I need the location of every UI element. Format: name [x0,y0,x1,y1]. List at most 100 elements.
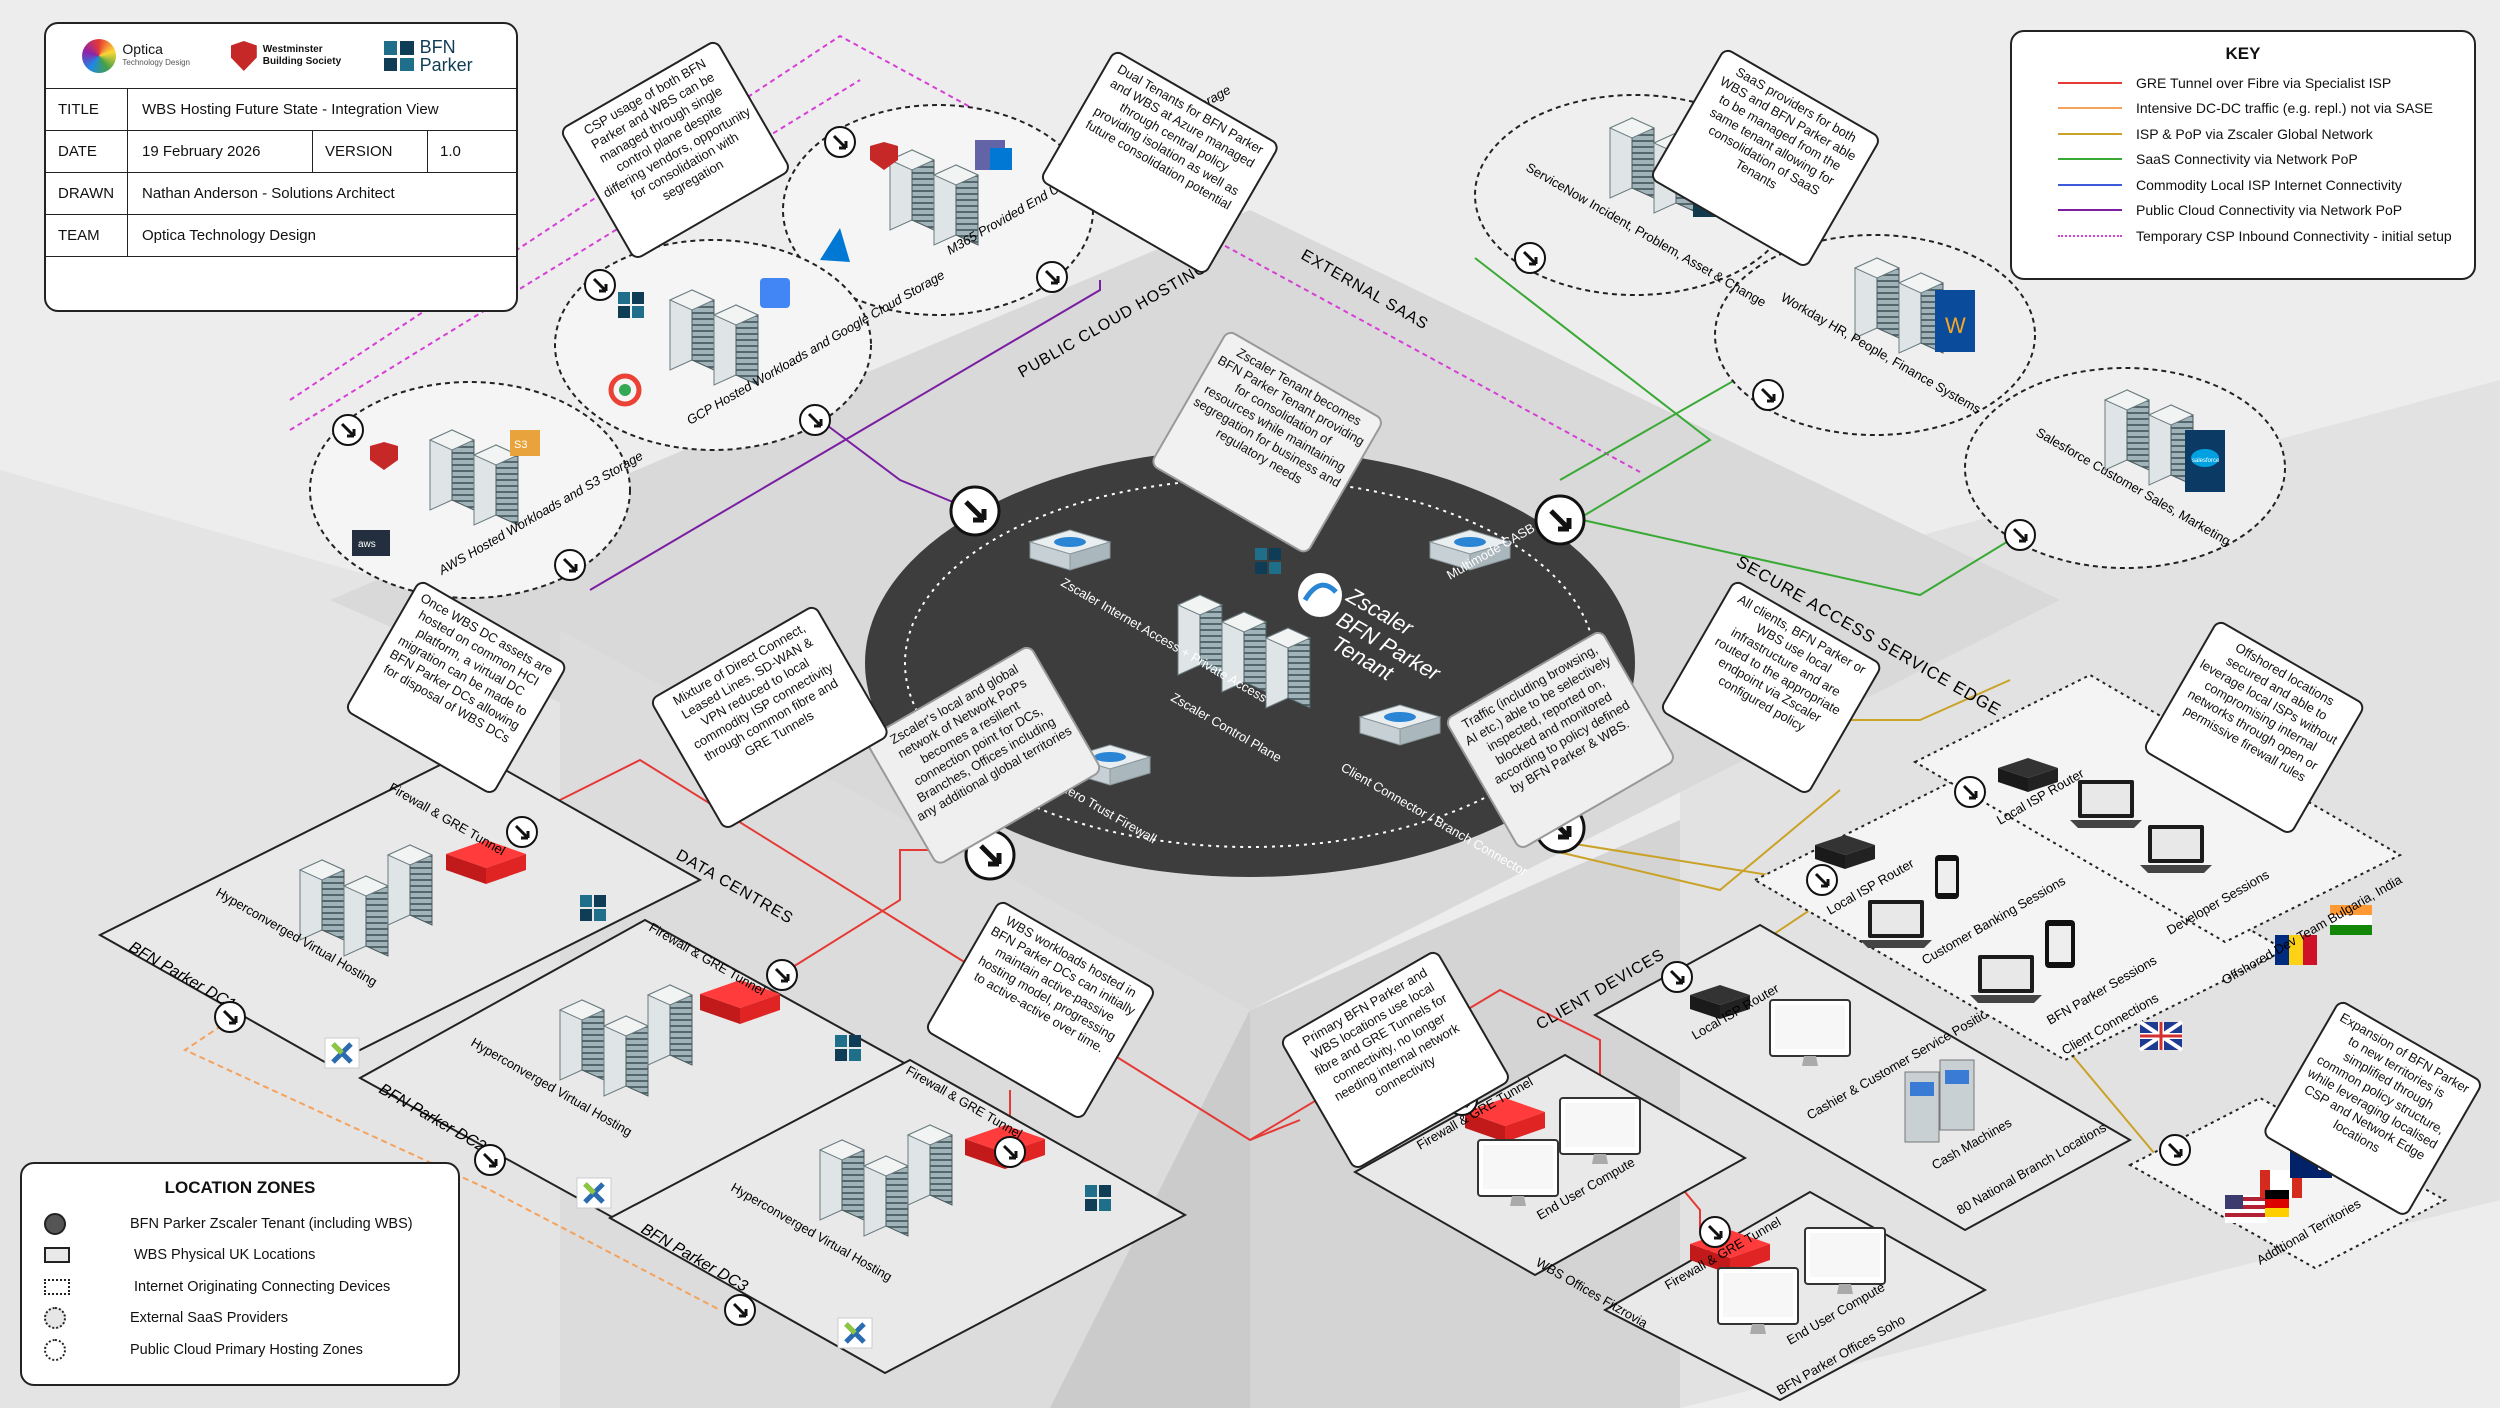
dev-laptop-icon [2070,780,2142,828]
salesforce-logo-icon: salesforce [2185,430,2225,492]
azure-logo-icon [820,228,850,262]
dc1-connector-icon[interactable] [505,815,539,849]
tenant-cloud-connector-icon[interactable] [951,487,999,535]
key-line-swatch [2058,107,2122,110]
germany-flag-icon [2265,1190,2289,1217]
gcp-connector-icon[interactable] [583,268,617,302]
key-item-label: SaaS Connectivity via Network PoP [2136,151,2358,168]
gre-red-line [519,758,1301,1142]
banking-laptop-icon [1860,900,1932,948]
svg-text:aws: aws [358,539,376,550]
key-item-label: ISP & PoP via Zscaler Global Network [2136,125,2373,142]
dc1-x-logo-icon [325,1038,359,1068]
aws-out-icon[interactable] [553,548,587,582]
m365-out-icon[interactable] [1035,260,1069,294]
date-label: DATE [46,131,128,172]
westminster-name: Westminster Building Society [262,44,342,67]
key-item: Commodity Local ISP Internet Connectivit… [2012,172,2474,198]
version-value: 1.0 [427,131,516,172]
cash-machine-icon [1904,1059,1975,1143]
svg-text:salesforce: salesforce [2192,458,2220,464]
svg-text:W: W [1945,313,1966,338]
purple-line [589,280,1101,591]
optica-sub: Technology Design [122,58,190,67]
territories-connector-icon[interactable] [2158,1133,2192,1167]
dc2-x-logo-icon [577,1178,611,1208]
saas-zones: servicenow W salesforce ServiceNow Incid… [1474,94,2286,569]
isp-gold-line [1549,789,1841,892]
dotted-circle-icon [44,1338,66,1361]
branch-connector-icon[interactable] [1660,960,1694,994]
workday-logo-icon: W [1935,290,1975,352]
soho-connector-icon[interactable] [1698,1215,1732,1249]
green-line [1474,257,1712,531]
key-item-label: Commodity Local ISP Internet Connectivit… [2136,176,2402,193]
dc3-link-icon[interactable] [723,1293,757,1327]
csp-note: CSP usage of both BFN Parker and WBS can… [580,55,753,204]
date-row: DATE 19 February 2026 VERSION 1.0 [46,131,516,173]
key-item-label: Public Cloud Connectivity via Network Po… [2136,202,2403,219]
gcp-out-icon[interactable] [798,403,832,437]
version-label: VERSION [312,131,427,172]
key-item: Intensive DC-DC traffic (e.g. repl.) not… [2012,96,2474,122]
fitzrovia-monitor-icon [1559,1097,1641,1165]
dotted-circle-grey-icon [44,1307,66,1330]
devteam-connector-icon[interactable] [1953,775,1987,809]
workday-connector-icon[interactable] [1751,378,1785,412]
usa-flag-icon [2225,1195,2267,1223]
key-line-swatch [2058,183,2122,186]
westminster-shield-icon [870,142,898,170]
svg-text:S3: S3 [514,439,527,451]
dev-laptop-icon [2140,825,2212,873]
team-label: TEAM [46,215,128,256]
dc3-connector-icon[interactable] [993,1135,1027,1169]
aws-logo-icon: aws [352,530,390,556]
key-item: Temporary CSP Inbound Connectivity - ini… [2012,223,2474,249]
dc2-link-icon[interactable] [473,1143,507,1177]
offices: Firewall & GRE Tunnel End User Compute W… [1352,923,2133,1402]
zone-item: Public Cloud Primary Hosting Zones [22,1334,458,1366]
key-item: SaaS Connectivity via Network PoP [2012,147,2474,173]
key-item-label: Temporary CSP Inbound Connectivity - ini… [2136,227,2452,244]
servicenow-connector-icon[interactable] [1513,241,1547,275]
key-line-swatch [2058,132,2122,135]
location-zones-legend: LOCATION ZONES BFN Parker Zscaler Tenant… [20,1162,460,1386]
date-value: 19 February 2026 [142,143,261,160]
dc1-link-icon[interactable] [213,1000,247,1034]
dotted-rect-icon [44,1278,70,1295]
uk-flag-icon [2138,1020,2184,1052]
gcp-blue-icon [760,278,790,308]
m365-connector-icon[interactable] [823,125,857,159]
bfn-sessions-laptop-icon [1970,955,2042,1003]
dc2-connector-icon[interactable] [765,958,799,992]
fitzrovia-monitor-icon [1477,1139,1559,1207]
annotation-notes: CSP usage of both BFN Parker and WBS can… [346,41,2481,1215]
salesforce-connector-icon[interactable] [2003,518,2037,552]
key-item-label: Intensive DC-DC traffic (e.g. repl.) not… [2136,100,2433,117]
drawn-row: DRAWN Nathan Anderson - Solutions Archit… [46,173,516,215]
key-line-swatch [2058,234,2122,237]
tablet-icon [2045,920,2075,968]
zones-title: LOCATION ZONES [164,1178,316,1197]
green-line [1559,514,2011,597]
aws-connector-icon[interactable] [331,413,365,447]
aws-westminster-icon [370,442,398,470]
client-connector-icon[interactable] [1805,863,1839,897]
zone-item-label: BFN Parker Zscaler Tenant (including WBS… [130,1215,413,1232]
optica-name: Optica [122,41,163,57]
key-item: GRE Tunnel over Fibre via Specialist ISP [2012,70,2474,96]
grey-rect-icon [44,1247,70,1264]
dc-orange-line [182,1019,721,1311]
dc3-x-logo-icon [838,1318,872,1348]
zone-item: WBS Physical UK Locations [22,1240,458,1272]
bfn-logo: BFN Parker [383,38,480,74]
tenant-saas-connector-icon[interactable] [1536,496,1584,544]
key-line-swatch [2058,158,2122,161]
phone-icon [1935,855,1959,899]
title-value: WBS Hosting Future State - Integration V… [142,101,439,118]
key-item: Public Cloud Connectivity via Network Po… [2012,198,2474,224]
zone-item-label: External SaaS Providers [130,1310,288,1327]
optica-logo-icon [82,39,117,73]
romania-flag-icon [2275,935,2317,965]
